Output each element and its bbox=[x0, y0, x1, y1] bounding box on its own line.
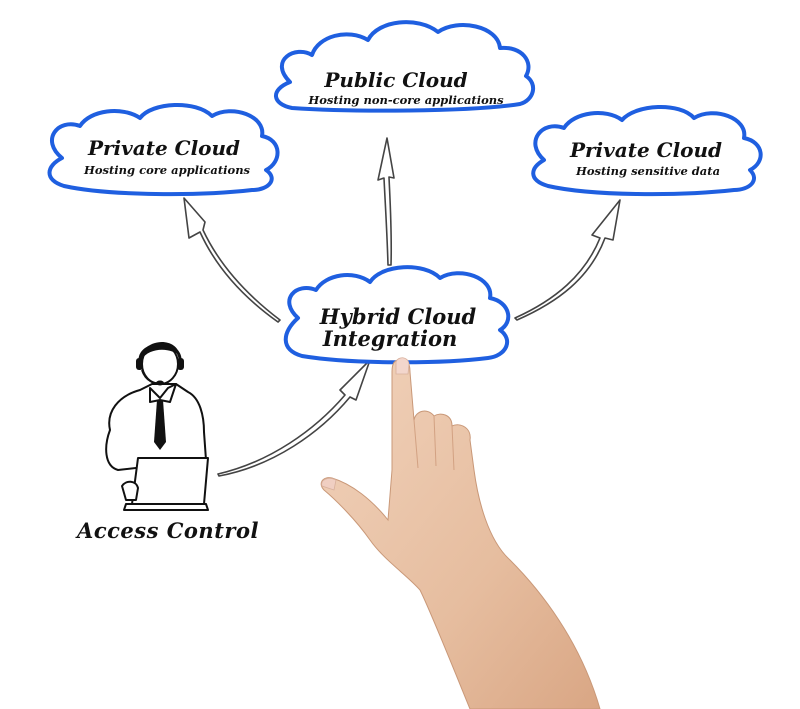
arrow-to-private-cloud-left bbox=[183, 197, 281, 323]
cloud-outline bbox=[283, 265, 511, 365]
pointing-hand-icon bbox=[320, 357, 601, 709]
cloud-title: Private Cloud bbox=[87, 136, 240, 160]
cloud-outline bbox=[531, 105, 763, 197]
cloud-subtitle: Hosting sensitive data bbox=[575, 164, 720, 178]
cloud-node-public-cloud[interactable]: Public Cloud Hosting non-core applicatio… bbox=[274, 20, 536, 113]
arrow-to-private-cloud-right bbox=[514, 199, 621, 321]
cloud-node-hybrid-cloud-integration[interactable]: Hybrid Cloud Integration bbox=[283, 265, 511, 365]
cloud-title: Private Cloud bbox=[569, 138, 722, 162]
access-control-label: Access Control bbox=[75, 518, 259, 543]
cloud-outline bbox=[274, 20, 536, 113]
access-control-node[interactable]: Access Control bbox=[75, 342, 259, 543]
cloud-subtitle: Hosting core applications bbox=[83, 163, 251, 177]
cloud-subtitle: Hosting non-core applications bbox=[307, 93, 504, 107]
cloud-outline bbox=[47, 103, 280, 197]
center-title-line1: Hybrid Cloud bbox=[319, 304, 477, 329]
center-title-line2: Integration bbox=[322, 326, 457, 351]
cloud-title: Public Cloud bbox=[323, 68, 467, 92]
arrow-from-access-control bbox=[217, 359, 371, 477]
cloud-node-private-cloud-left[interactable]: Private Cloud Hosting core applications bbox=[47, 103, 280, 197]
arrow-to-public-cloud bbox=[377, 137, 395, 266]
cloud-node-private-cloud-right[interactable]: Private Cloud Hosting sensitive data bbox=[531, 105, 763, 197]
person-with-headset-laptop-icon bbox=[105, 342, 209, 511]
